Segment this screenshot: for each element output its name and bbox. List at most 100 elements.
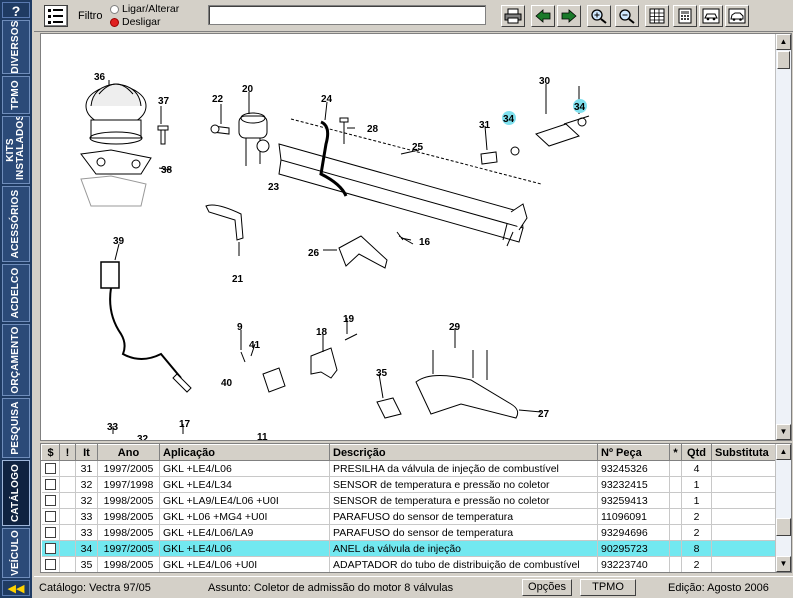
callout-label[interactable]: 24 xyxy=(321,94,333,105)
radio-ligar-alterar[interactable]: Ligar/Alterar xyxy=(110,3,179,15)
callout-label[interactable]: 28 xyxy=(367,124,379,135)
column-header-alert[interactable]: ! xyxy=(59,444,76,461)
column-header-part-number[interactable]: Nº Peça xyxy=(597,444,670,461)
bolt-small-part[interactable] xyxy=(396,231,414,245)
row-checkbox[interactable] xyxy=(44,495,56,507)
callout-label[interactable]: 21 xyxy=(232,274,244,285)
options-button[interactable]: Opções xyxy=(522,579,572,596)
scroll-up-icon[interactable]: ▲ xyxy=(776,34,791,50)
callout-highlight[interactable] xyxy=(502,111,516,125)
column-header-year[interactable]: Ano xyxy=(97,444,160,461)
tab-acessorios[interactable]: ACESSÓRIOS xyxy=(2,186,30,262)
zoom-out-button[interactable] xyxy=(615,5,639,27)
callout-label[interactable]: 27 xyxy=(538,409,550,420)
tab-catalogo[interactable]: CATÁLOGO xyxy=(2,460,30,526)
row-checkbox[interactable] xyxy=(44,559,56,571)
callout-label[interactable]: 17 xyxy=(179,419,191,430)
pressure-regulator-part[interactable] xyxy=(238,112,270,166)
fuel-rail-part[interactable] xyxy=(278,118,542,247)
column-header-star[interactable]: * xyxy=(669,444,682,461)
callout-label[interactable]: 40 xyxy=(221,378,233,389)
callout-highlight[interactable] xyxy=(573,99,587,113)
callout-label[interactable]: 37 xyxy=(158,96,170,107)
next-button[interactable] xyxy=(557,5,581,27)
filter-input[interactable] xyxy=(208,5,486,25)
callout-label[interactable]: 23 xyxy=(268,182,280,193)
scroll-thumb[interactable] xyxy=(776,518,791,536)
tab-kits-instalados[interactable]: KITS INSTALADOS xyxy=(2,116,30,184)
bracket-support-part[interactable] xyxy=(338,235,388,269)
previous-button[interactable] xyxy=(531,5,555,27)
callout-label[interactable]: 41 xyxy=(249,340,261,351)
tab-acdelco[interactable]: ACDELCO xyxy=(2,264,30,322)
zoom-in-button[interactable] xyxy=(587,5,611,27)
column-header-application[interactable]: Aplicação xyxy=(159,444,330,461)
sensor-bolt-part[interactable] xyxy=(344,333,358,341)
callout-label[interactable]: 25 xyxy=(412,142,424,153)
row-checkbox[interactable] xyxy=(44,479,56,491)
tab-orcamento[interactable]: ORÇAMENTO xyxy=(2,324,30,396)
bolt-part[interactable] xyxy=(157,125,169,145)
callout-label[interactable]: 31 xyxy=(479,120,491,131)
callout-label[interactable]: 32 xyxy=(137,434,149,440)
callout-label[interactable]: 34 xyxy=(574,102,586,113)
tpmo-button[interactable]: TPMO xyxy=(580,579,636,596)
row-checkbox[interactable] xyxy=(44,527,56,539)
print-button[interactable] xyxy=(501,5,525,27)
help-button[interactable]: ? xyxy=(2,2,30,19)
sensor-harness-part[interactable] xyxy=(100,261,192,393)
small-bolt-part[interactable] xyxy=(339,117,349,144)
callout-label[interactable]: 22 xyxy=(212,94,224,105)
row-checkbox[interactable] xyxy=(44,543,56,555)
scroll-down-icon[interactable]: ▼ xyxy=(776,424,791,440)
callout-label[interactable]: 35 xyxy=(376,368,388,379)
callout-label[interactable]: 36 xyxy=(94,72,106,83)
scroll-thumb[interactable] xyxy=(777,51,790,69)
filter-icon[interactable] xyxy=(44,5,68,27)
callout-label[interactable]: 30 xyxy=(539,76,551,87)
callout-label[interactable]: 26 xyxy=(308,248,320,259)
collapse-button[interactable]: ◀◀ xyxy=(2,580,30,596)
clip-part[interactable] xyxy=(480,151,498,165)
bracket-bolts-part[interactable] xyxy=(432,350,488,380)
bracket-part[interactable] xyxy=(205,204,244,241)
callout-label[interactable]: 18 xyxy=(316,327,328,338)
fuel-pipe-part[interactable] xyxy=(319,120,348,197)
row-checkbox[interactable] xyxy=(44,463,56,475)
callout-label[interactable]: 19 xyxy=(343,314,355,325)
callout-label[interactable]: 39 xyxy=(113,236,125,247)
tab-pesquisa[interactable]: PESQUISA xyxy=(2,398,30,458)
grid-button[interactable] xyxy=(645,5,669,27)
map-sensor-part[interactable] xyxy=(310,347,338,379)
gasket-part[interactable] xyxy=(80,149,152,207)
egr-valve-part[interactable] xyxy=(85,83,147,145)
row-checkbox[interactable] xyxy=(44,511,56,523)
diagram-vertical-scrollbar[interactable]: ▲ ▼ xyxy=(775,34,791,440)
callout-label[interactable]: 33 xyxy=(107,422,119,433)
callout-label[interactable]: 16 xyxy=(419,237,431,248)
calculator-button[interactable] xyxy=(673,5,697,27)
small-part-nine[interactable] xyxy=(240,351,246,363)
column-header-quantity[interactable]: Qtd xyxy=(681,444,712,461)
column-header-item[interactable]: It xyxy=(75,444,98,461)
exploded-parts-diagram[interactable]: 36 37 20 22 24 28 30 34 34 31 25 38 23 2… xyxy=(40,33,792,441)
table-vertical-scrollbar[interactable]: ▲ ▼ xyxy=(775,444,791,572)
fuel-injector-part[interactable] xyxy=(510,115,590,156)
intake-bracket-part[interactable] xyxy=(415,375,519,419)
callout-label[interactable]: 29 xyxy=(449,322,461,333)
column-header-substitute[interactable]: Substituta xyxy=(711,444,778,461)
car-button[interactable] xyxy=(725,5,749,27)
tab-tpmo[interactable]: TPMO xyxy=(2,76,30,114)
callout-label[interactable]: 34 xyxy=(503,114,515,125)
tab-veiculo[interactable]: VEÍCULO xyxy=(2,528,30,578)
column-header-description[interactable]: Descrição xyxy=(329,444,598,461)
callout-label[interactable]: 20 xyxy=(242,84,254,95)
connector-part[interactable] xyxy=(262,367,286,393)
